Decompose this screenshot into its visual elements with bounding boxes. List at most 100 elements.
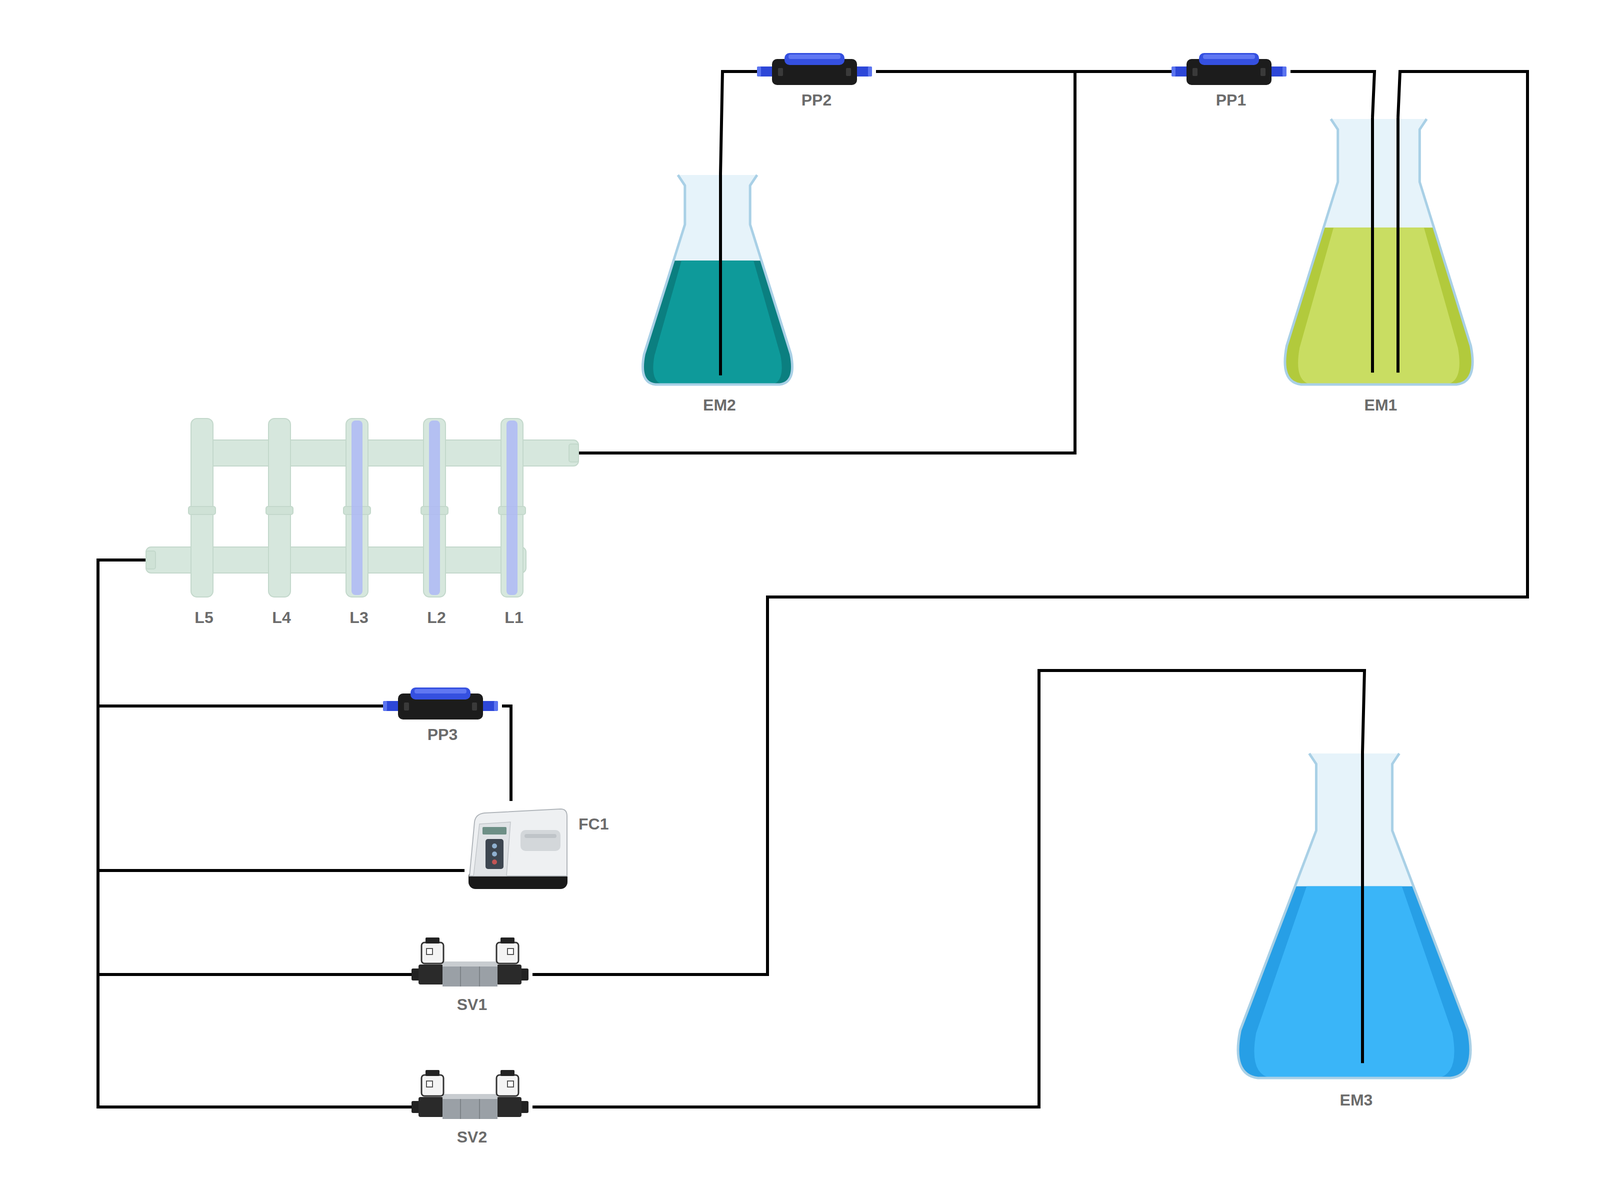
- component-label: SV2: [411, 1127, 533, 1147]
- flask-symbol-part: [1276, 227, 1481, 386]
- component-label: L5: [187, 607, 221, 628]
- solenoid-valve-symbol-part: [496, 1097, 522, 1117]
- pump-symbol-part: [868, 66, 872, 77]
- column-tube: [342, 418, 372, 597]
- pump-symbol-part: [1171, 66, 1176, 77]
- solenoid-valve-symbol-part: [479, 966, 480, 987]
- component-label: EM2: [636, 395, 803, 415]
- flask-node: EM1: [1276, 117, 1485, 415]
- column-node: L3: [342, 418, 376, 628]
- component-label: L2: [419, 607, 454, 628]
- column-tube-part: [351, 420, 363, 595]
- column-tube: [419, 418, 450, 597]
- component-label: L3: [342, 607, 376, 628]
- component-label: L4: [264, 607, 299, 628]
- solenoid-valve-symbol-part: [442, 961, 498, 987]
- column-node: L5: [187, 418, 221, 628]
- fraction-collector-device-part: [485, 839, 504, 869]
- flask-symbol: [1227, 752, 1481, 1080]
- solenoid-valve-symbol-part: [421, 942, 444, 964]
- solenoid-valve-symbol: [411, 1069, 529, 1121]
- tubing-line: [98, 560, 412, 975]
- component-label: PP3: [383, 724, 502, 745]
- tubing-line: [531, 71, 1075, 453]
- component-label: FC1: [578, 814, 609, 834]
- flask-symbol: [1276, 117, 1481, 386]
- column-node: L4: [264, 418, 299, 628]
- column-tube: [264, 418, 295, 597]
- solenoid-valve-symbol-part: [507, 948, 514, 955]
- pump-symbol: [757, 53, 872, 88]
- column-tube-part: [429, 420, 440, 595]
- flask-node: EM3: [1227, 752, 1485, 1110]
- pump-symbol-part: [757, 66, 761, 77]
- column-tube-part: [266, 506, 293, 515]
- flask-symbol-part: [636, 260, 799, 386]
- solenoid-valve-symbol-part: [507, 1081, 514, 1087]
- solenoid-valve-symbol-part: [479, 1099, 480, 1119]
- tubing-line: [98, 560, 383, 706]
- pump-symbol-part: [383, 701, 387, 711]
- pump-symbol-part: [784, 53, 845, 65]
- pump-symbol-part: [1199, 53, 1259, 65]
- solenoid-valve-symbol-part: [496, 964, 522, 985]
- column-node: L1: [497, 418, 531, 628]
- pump-node: PP2: [757, 53, 876, 110]
- fraction-collector-device-part: [473, 822, 511, 876]
- pump-symbol-part: [494, 701, 498, 711]
- component-label: EM1: [1276, 395, 1485, 415]
- valve-node: SV2: [411, 1069, 533, 1147]
- fraction-collector-device-part: [492, 859, 497, 865]
- column-tube: [187, 418, 217, 597]
- tubing-line: [502, 706, 511, 801]
- pump-symbol: [383, 687, 498, 723]
- fraction-collector-device-part: [520, 830, 561, 851]
- solenoid-valve-symbol-part: [442, 1094, 498, 1099]
- flask-symbol: [636, 173, 799, 386]
- flask-symbol-part: [1276, 227, 1481, 386]
- solenoid-valve-symbol-part: [460, 1099, 461, 1119]
- flask-symbol-part: [1238, 753, 1471, 1078]
- tubing-line: [531, 71, 1172, 453]
- fraction-collector-device: [464, 801, 570, 891]
- flask-symbol-part: [1361, 752, 1364, 1063]
- tubing-line: [98, 560, 412, 1107]
- solenoid-valve-symbol-part: [418, 964, 444, 985]
- pump-symbol-part: [1192, 68, 1198, 76]
- column-tube: [497, 418, 527, 597]
- solenoid-valve-symbol-part: [442, 961, 498, 967]
- pump-symbol: [1171, 53, 1287, 88]
- pump-symbol-part: [1260, 68, 1266, 76]
- fraction-collector-device-part: [492, 851, 497, 857]
- flask-symbol-part: [1396, 117, 1400, 373]
- component-label: SV1: [411, 994, 533, 1015]
- column-tube-part: [506, 420, 518, 595]
- component-label: PP1: [1171, 90, 1291, 110]
- component-label: PP2: [757, 90, 876, 110]
- pump-symbol-part: [404, 702, 409, 711]
- flask-symbol-part: [719, 173, 722, 376]
- pump-symbol-part: [414, 689, 467, 694]
- solenoid-valve-symbol-part: [421, 1075, 444, 1096]
- solenoid-valve-symbol-part: [426, 1081, 433, 1087]
- component-label: L1: [497, 607, 531, 628]
- flask-symbol-part: [1227, 886, 1481, 1080]
- pump-symbol-part: [410, 687, 471, 700]
- pump-symbol-part: [472, 702, 477, 711]
- tubing-line: [1290, 71, 1375, 118]
- pump-node: PP1: [1171, 53, 1291, 110]
- solenoid-valve-symbol-part: [496, 942, 519, 964]
- solenoid-valve-symbol-part: [496, 1075, 519, 1096]
- tubing-line: [720, 71, 757, 174]
- pump-node: PP3: [383, 687, 502, 745]
- flask-symbol-part: [1371, 117, 1374, 373]
- column-tube-part: [188, 506, 216, 515]
- fraction-collector-device-part: [492, 843, 497, 849]
- column-node: L2: [419, 418, 454, 628]
- solenoid-valve-symbol-part: [442, 1094, 498, 1119]
- flask-symbol-part: [1227, 886, 1481, 1080]
- pump-symbol-part: [846, 68, 851, 76]
- solenoid-valve-symbol-part: [500, 937, 515, 944]
